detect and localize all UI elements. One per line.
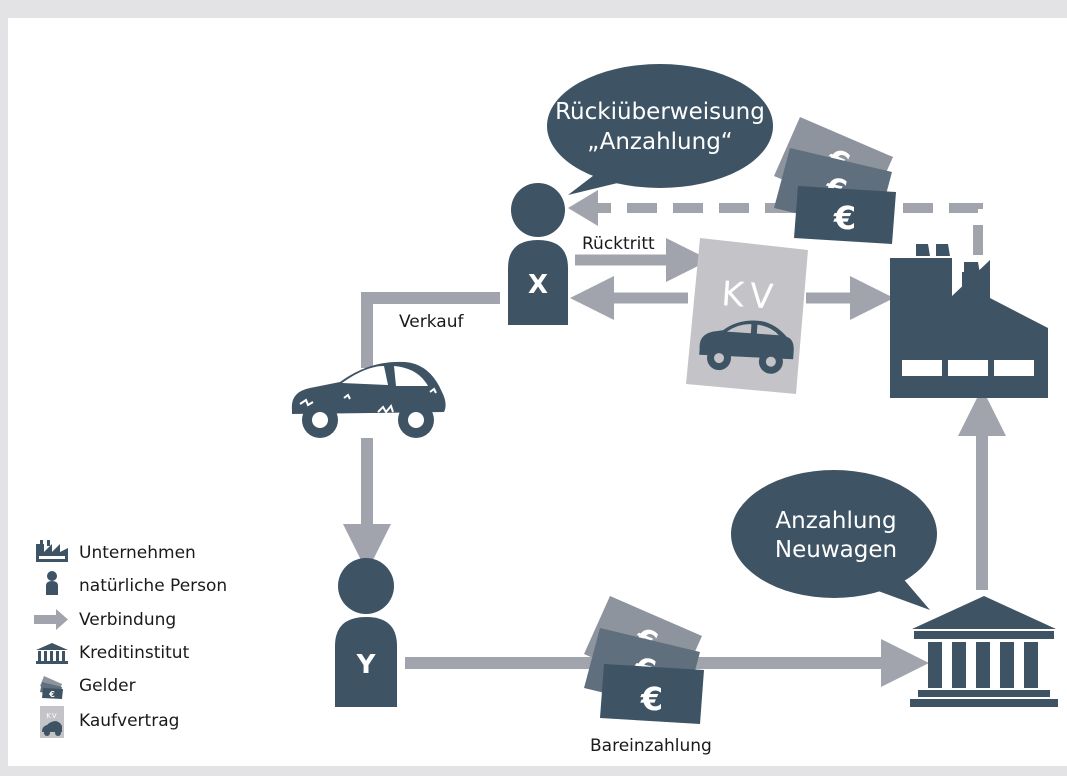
factory-icon: [890, 244, 1048, 398]
legend-bank-icon: [36, 643, 68, 664]
bubble-top-line1: Rückiüberweisung: [555, 99, 765, 125]
person-x: X: [508, 183, 568, 325]
money-stack-bottom-icon: € € €: [584, 596, 704, 724]
damaged-car-icon: [291, 361, 446, 438]
svg-text:KV: KV: [46, 712, 57, 720]
svg-text:€: €: [48, 690, 55, 699]
bubble-top-line2: „Anzahlung“: [587, 129, 732, 155]
legend-label-gelder: Gelder: [79, 676, 136, 696]
verkauf-label: Verkauf: [399, 312, 464, 332]
bubble-bottom-line2: Neuwagen: [775, 537, 897, 563]
legend-label-verbindung: Verbindung: [79, 610, 176, 630]
bubble-bottom-line1: Anzahlung: [775, 508, 896, 534]
speech-bubble-bottom: Anzahlung Neuwagen: [731, 470, 937, 610]
speech-bubble-top: Rückiüberweisung „Anzahlung“: [547, 64, 773, 195]
euro-symbol-bottom: €: [640, 680, 663, 718]
money-stack-top-icon: € € €: [774, 117, 896, 244]
legend-arrow-icon: [34, 609, 68, 630]
legend-contract-icon: KV: [40, 706, 64, 738]
contract-document-icon: KV: [686, 238, 808, 394]
contract-label: KV: [720, 274, 780, 318]
bareinzahlung-label: Bareinzahlung: [590, 736, 712, 756]
legend-money-icon: €: [40, 676, 63, 699]
person-x-label: X: [528, 270, 548, 300]
euro-symbol-top: €: [833, 199, 856, 237]
ruecktritt-label: Rücktritt: [582, 234, 655, 254]
legend-label-kreditinstitut: Kreditinstitut: [79, 643, 190, 663]
person-y-label: Y: [356, 650, 377, 680]
legend: Unternehmen natürliche Person Verbindung…: [34, 540, 227, 738]
legend-label-unternehmen: Unternehmen: [79, 543, 196, 563]
bank-icon: [910, 596, 1058, 707]
rueckueberweisung-arrowhead: [568, 190, 598, 226]
legend-label-person: natürliche Person: [79, 576, 227, 596]
person-y: Y: [335, 558, 397, 707]
legend-label-kaufvertrag: Kaufvertrag: [79, 711, 179, 731]
verkauf-line: [361, 292, 500, 368]
legend-person-icon: [46, 571, 58, 595]
legend-factory-icon: [36, 540, 68, 562]
rueckueberweisung-dashed-line: [595, 203, 983, 255]
